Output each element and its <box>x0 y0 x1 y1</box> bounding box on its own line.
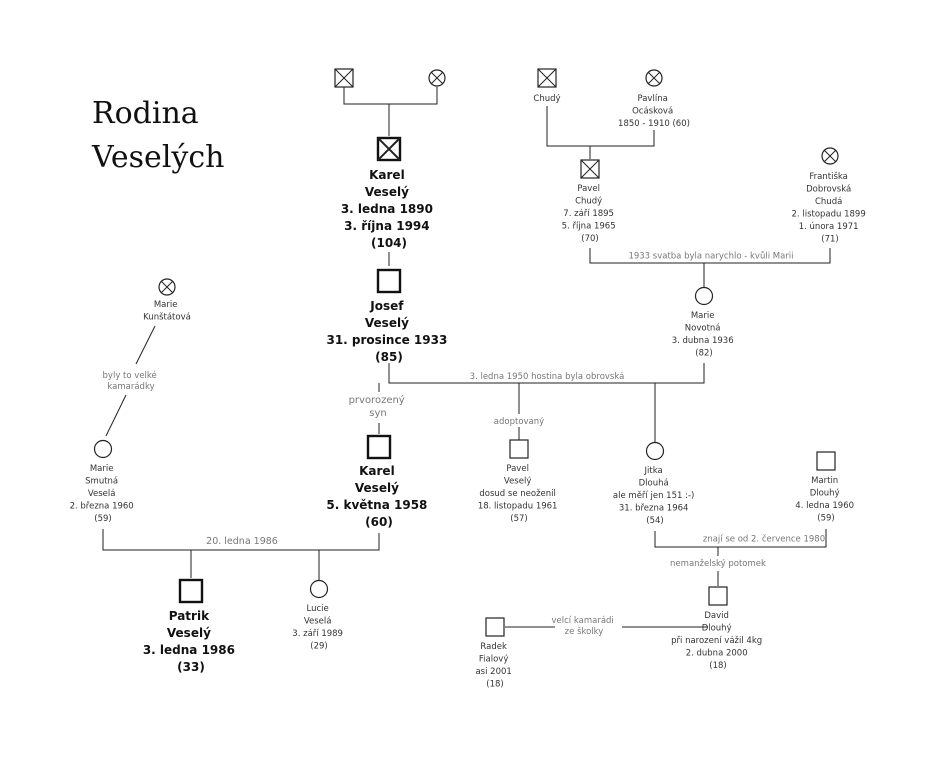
connector-lines <box>102 87 831 628</box>
relationship-notes: 1933 svatba byla narychlo - kvůli Marii … <box>103 249 825 637</box>
person-label-marie-smutna: Marie Smutná Veselá 2. března 1960 (59) <box>70 464 137 524</box>
person-label-patrik: Patrik Veselý 3. ledna 1986 (33) <box>143 609 239 674</box>
note-know-since: znají se od 2. července 1980 <box>703 534 825 545</box>
person-labels: Chudý Pavlína Ocásková 1850 - 1910 (60) … <box>70 94 869 690</box>
female-icon <box>309 579 329 599</box>
deceased-female-icon <box>428 69 446 87</box>
person-label-josef: Josef Veselý 31. prosince 1933 (85) <box>326 299 451 364</box>
note-marriage-1986: 20. ledna 1986 <box>206 536 278 547</box>
person-label-martin: Martin Dlouhý 4. ledna 1960 (59) <box>795 476 856 524</box>
person-label-pavel-vesely: Pavel Veselý dosud se neoženil 18. listo… <box>478 464 560 524</box>
person-label-radek: Radek Fialový asi 2001 (18) <box>475 642 514 690</box>
line-marriage-1950 <box>388 363 705 384</box>
male-icon <box>485 617 505 637</box>
deceased-male-icon <box>537 68 557 88</box>
deceased-male-icon <box>334 68 354 88</box>
person-label-chudy: Chudý <box>533 94 560 104</box>
line-jitka-martin <box>654 529 827 548</box>
deceased-female-icon <box>645 69 663 87</box>
female-icon <box>694 286 714 306</box>
person-label-karel-1958: Karel Veselý 5. května 1958 (60) <box>326 464 431 529</box>
person-label-marie-kunstatova: Marie Kunštátová <box>143 300 191 323</box>
deceased-female-icon <box>158 278 176 296</box>
diagram-title: Rodina Veselých <box>92 92 224 180</box>
note-friends-mothers: byly to velké kamarádky <box>103 370 160 392</box>
person-symbols <box>93 68 839 637</box>
male-icon <box>816 451 836 471</box>
note-adopted: adoptovaný <box>494 417 544 427</box>
line-children-1950 <box>378 383 656 443</box>
male-icon <box>708 586 728 606</box>
deceased-female-icon <box>821 147 839 165</box>
person-label-frantiska: Františka Dobrovská Chudá 2. listopadu 1… <box>792 171 869 245</box>
female-icon <box>645 441 665 461</box>
line-friendship-mothers <box>105 325 156 437</box>
line-marriage-1986 <box>102 529 380 580</box>
person-label-pavlina: Pavlína Ocásková 1850 - 1910 (60) <box>618 94 690 129</box>
note-school-friends: velcí kamarádi ze školky <box>552 616 617 637</box>
note-marriage-1933: 1933 svatba byla narychlo - kvůli Marii <box>628 251 793 262</box>
person-label-marie-novotna: Marie Novotná 3. dubna 1936 (82) <box>672 311 737 359</box>
line-chudy-pavlina <box>546 106 655 159</box>
male-icon <box>178 578 204 604</box>
male-icon <box>509 439 529 459</box>
note-illegitimate: nemanželský potomek <box>670 559 766 569</box>
deceased-male-icon <box>376 136 402 162</box>
note-firstborn: prvorozený syn <box>349 394 408 419</box>
line-paternal-grandparents <box>343 87 438 136</box>
person-label-lucie: Lucie Veselá 3. září 1989 (29) <box>292 604 345 652</box>
note-marriage-1950: 3. ledna 1950 hostina byla obrovská <box>470 372 625 382</box>
line-marriage-1933 <box>589 248 831 287</box>
title-line-1: Rodina <box>92 96 199 131</box>
deceased-male-icon <box>580 159 600 179</box>
title-line-2: Veselých <box>92 140 225 175</box>
male-icon <box>376 268 402 294</box>
person-label-jitka: Jitka Dlouhá ale měří jen 151 :-) 31. bř… <box>613 466 697 526</box>
person-label-david: David Dlouhý při narození vážil 4kg 2. d… <box>671 611 765 671</box>
female-icon <box>93 439 113 459</box>
person-label-pavel-chudy: Pavel Chudý 7. září 1895 5. října 1965 (… <box>562 184 619 244</box>
male-icon <box>366 434 392 460</box>
person-label-karel-1890: Karel Veselý 3. ledna 1890 3. října 1994… <box>341 168 437 250</box>
